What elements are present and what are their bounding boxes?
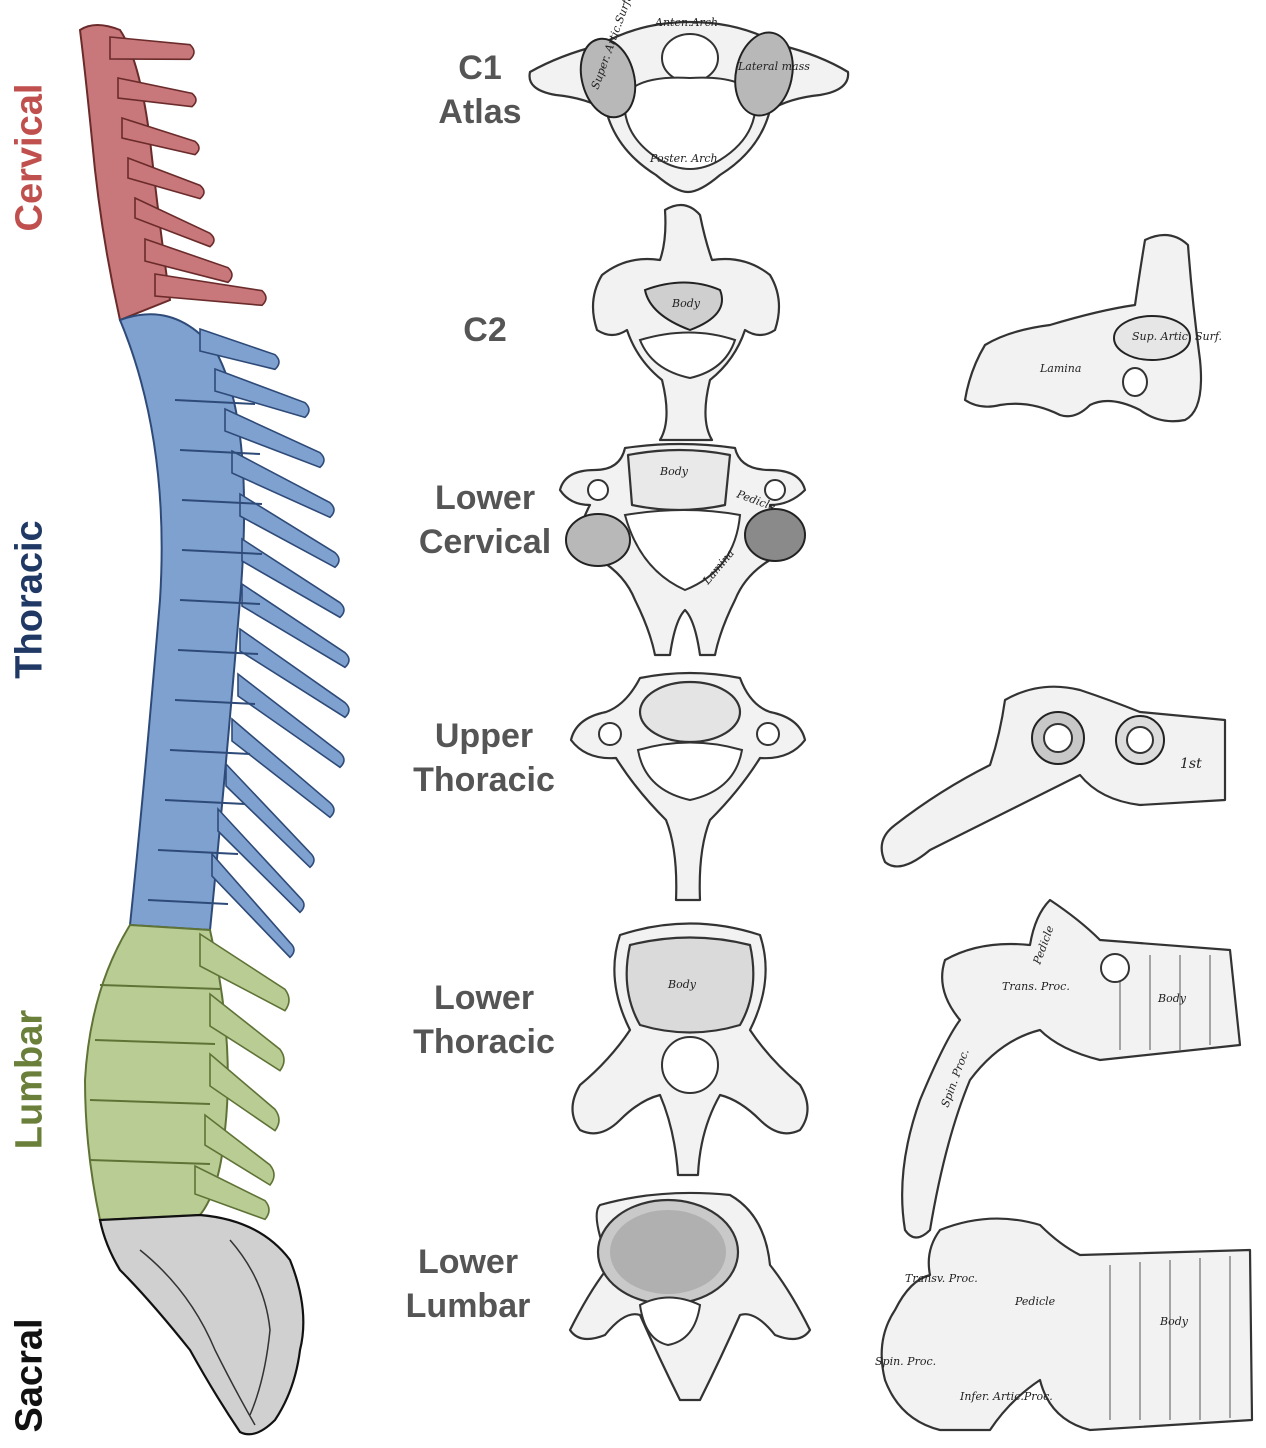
- c2-lateral-view: Sup. Artic. Surf. Lamina: [965, 235, 1222, 421]
- c2-side-sup-artic-label: Sup. Artic. Surf.: [1132, 330, 1222, 343]
- c1-poster-arch-label: Poster. Arch: [649, 152, 718, 165]
- c1-atlas-superior-view: Anten.Arch Super. Artic.Surface Lateral …: [530, 0, 849, 192]
- lc-body-label: Body: [659, 465, 689, 478]
- upper-thoracic-lateral-view: 1st: [882, 687, 1225, 867]
- lower-thoracic-lateral-view: Trans. Proc. Pedicle Body Spin. Proc.: [902, 900, 1240, 1238]
- lt-body-label: Body: [667, 978, 697, 991]
- ll-side-spin-label: Spin. Proc.: [875, 1355, 936, 1368]
- ut-side-first-label: 1st: [1180, 756, 1202, 772]
- spinous-process: [110, 37, 194, 59]
- lower-lumbar-view: [570, 1193, 810, 1400]
- thoracic-segment: [120, 314, 349, 957]
- c2-body-label: Body: [671, 297, 701, 310]
- ll-side-infer-label: Infer. Artic.Proc.: [959, 1390, 1053, 1403]
- lt-side-body-label: Body: [1157, 992, 1187, 1005]
- ll-side-transv-label: Transv. Proc.: [905, 1272, 978, 1285]
- c1-lateral-mass-label: Lateral mass: [737, 60, 810, 73]
- cervical-segment: [80, 25, 266, 320]
- spinal-column: [80, 25, 349, 1434]
- spinous-process: [155, 274, 266, 305]
- c2-view: Body: [593, 205, 779, 440]
- upper-thoracic-view: [571, 673, 805, 900]
- lower-lumbar-lateral-view: Transv. Proc. Pedicle Body Spin. Proc. I…: [875, 1219, 1252, 1430]
- lumbar-segment: [85, 925, 289, 1220]
- lower-cervical-view: Body Pedicle Lamina: [560, 444, 805, 655]
- spinous-process: [212, 854, 294, 957]
- c1-anter-arch-label: Anten.Arch: [654, 16, 718, 29]
- ll-side-pedicle-label: Pedicle: [1014, 1295, 1056, 1308]
- ll-side-body-label: Body: [1159, 1315, 1189, 1328]
- sacral-segment: [100, 1215, 303, 1434]
- lt-side-trans-label: Trans. Proc.: [1002, 980, 1070, 993]
- lower-thoracic-view: Body: [573, 924, 808, 1176]
- c2-side-lamina-label: Lamina: [1039, 362, 1081, 375]
